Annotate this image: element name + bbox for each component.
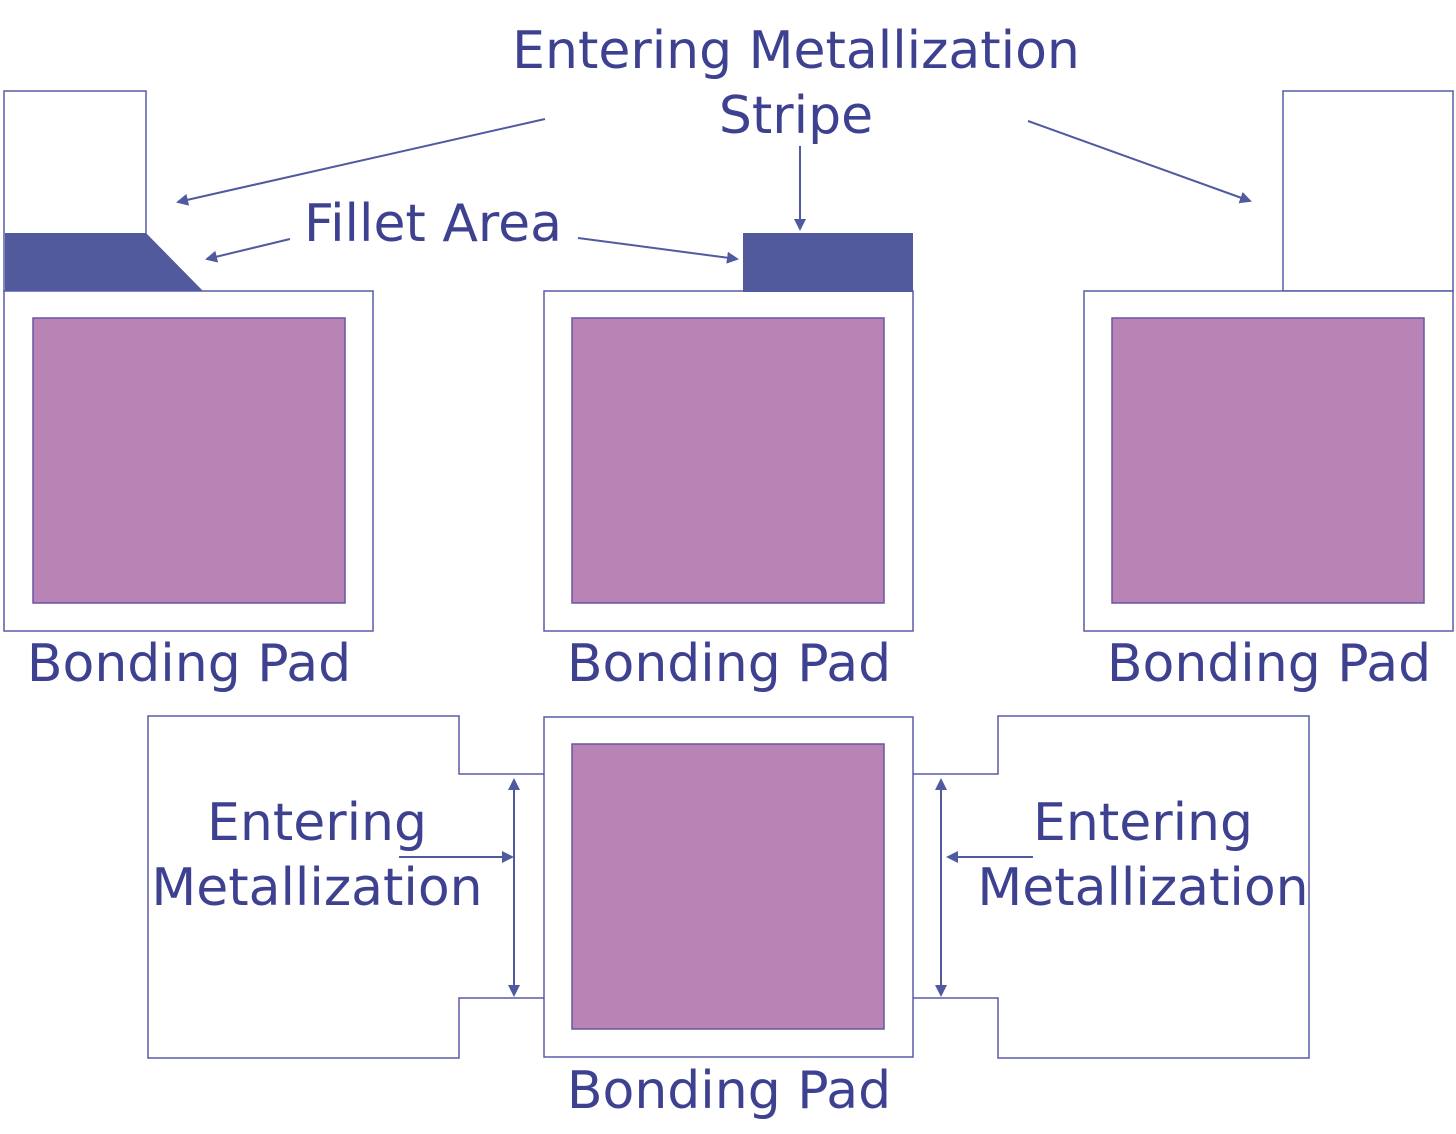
arrow-title-to-left-stripe (176, 118, 546, 206)
right-entering-label-line-2: Metallization (977, 858, 1308, 918)
arrow-title-to-right-stripe (1027, 120, 1252, 204)
left-entering-label-line-2: Metallization (151, 858, 482, 918)
center-bonding-pad-label: Bonding Pad (567, 634, 891, 694)
center-bonding-pad (571, 317, 885, 604)
right-bonding-pad (1111, 317, 1425, 604)
title-line-2: Stripe (719, 86, 873, 146)
left-entering-label-line-1: Entering (207, 793, 427, 853)
left-bonding-pad (32, 317, 346, 604)
arrow-fillet-to-left-fillet (205, 238, 291, 263)
center-metallization-stripe (743, 233, 913, 292)
right-entering-label-line-1: Entering (1033, 793, 1253, 853)
right-bonding-pad-label: Bonding Pad (1107, 634, 1431, 694)
bottom-right-metallization-outline (913, 715, 1310, 1059)
bottom-bonding-pad-label: Bonding Pad (567, 1061, 891, 1121)
bottom-bonding-pad (571, 743, 885, 1030)
fillet-area-label: Fillet Area (304, 194, 562, 254)
left-bonding-pad-label: Bonding Pad (27, 634, 351, 694)
arrow-fillet-to-center-stripe (577, 237, 739, 264)
left-stripe-with-fillet (5, 233, 203, 291)
bottom-left-metallization-outline (147, 715, 544, 1059)
title-line-1: Entering Metallization (512, 21, 1080, 81)
right-metallization-stripe-outline (1282, 90, 1454, 292)
